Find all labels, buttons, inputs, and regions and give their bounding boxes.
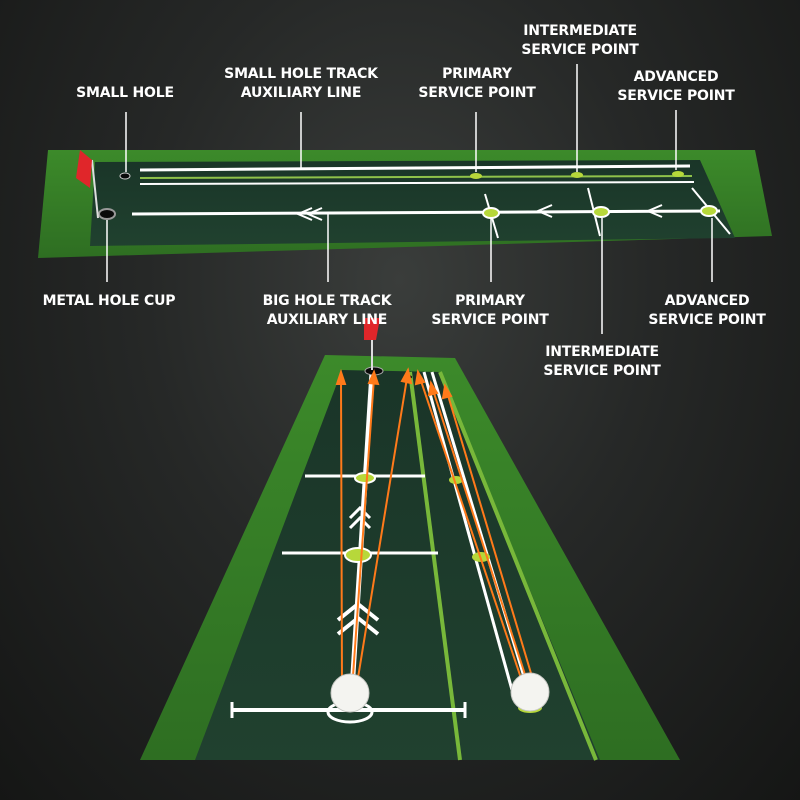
metal-hole-cup-top <box>98 208 116 220</box>
callout-advanced-top: ADVANCED SERVICE POINT <box>617 68 734 106</box>
advanced-target-top-small <box>672 171 684 177</box>
callout-advanced-bottom-line1: ADVANCED <box>664 293 750 309</box>
callout-primary-top: PRIMARY SERVICE POINT <box>418 65 535 103</box>
golf-ball-left <box>330 673 370 713</box>
callout-advanced-bottom: ADVANCED SERVICE POINT <box>648 292 765 330</box>
callout-intermediate-bottom-line2: SERVICE POINT <box>543 363 661 379</box>
flag-pole-top <box>91 159 99 219</box>
advanced-target-top-big <box>700 205 718 217</box>
trajectory-arrows <box>335 367 537 691</box>
golf-ball-right <box>510 672 550 712</box>
callout-intermediate-bottom-line1: INTERMEDIATE <box>545 344 659 360</box>
callout-intermediate-top-line2: SERVICE POINT <box>521 42 639 58</box>
callout-primary-top-line1: PRIMARY <box>442 66 512 82</box>
callout-small-hole: SMALL HOLE <box>76 84 174 103</box>
callout-small-hole-line1: SMALL HOLE <box>76 85 174 101</box>
callout-intermediate-top: INTERMEDIATE SERVICE POINT <box>521 22 638 60</box>
callout-intermediate-top-line1: INTERMEDIATE <box>523 23 637 39</box>
callout-big-hole-track-line2: AUXILIARY LINE <box>266 312 388 328</box>
callout-lines <box>106 64 713 334</box>
intermediate-target-top-big <box>592 206 610 218</box>
callout-primary-bottom-line1: PRIMARY <box>455 293 525 309</box>
callout-intermediate-bottom: INTERMEDIATE SERVICE POINT <box>543 343 660 381</box>
callout-small-hole-track: SMALL HOLE TRACK AUXILIARY LINE <box>224 65 378 103</box>
callout-primary-bottom-line2: SERVICE POINT <box>431 312 549 328</box>
intermediate-target-bottom-big <box>344 547 372 563</box>
flag-bottom <box>364 318 380 340</box>
intermediate-target-top-small <box>571 172 583 178</box>
callout-primary-bottom: PRIMARY SERVICE POINT <box>431 292 548 330</box>
callout-advanced-top-line2: SERVICE POINT <box>617 88 735 104</box>
callout-advanced-top-line1: ADVANCED <box>633 69 719 85</box>
primary-target-top-big <box>482 207 500 219</box>
callout-big-hole-track: BIG HOLE TRACK AUXILIARY LINE <box>263 292 392 330</box>
callout-primary-top-line2: SERVICE POINT <box>418 85 536 101</box>
small-hole-top <box>119 172 131 180</box>
callout-metal-hole-cup-line1: METAL HOLE CUP <box>42 293 176 309</box>
flag-top <box>76 150 92 188</box>
primary-target-bottom-big <box>354 472 376 484</box>
top-putting-mat <box>38 150 772 258</box>
primary-target-top-small <box>470 173 482 179</box>
callout-advanced-bottom-line2: SERVICE POINT <box>648 312 766 328</box>
bottom-putting-mat <box>140 318 680 761</box>
callout-metal-hole-cup: METAL HOLE CUP <box>43 292 176 311</box>
callout-small-hole-track-line2: AUXILIARY LINE <box>240 85 362 101</box>
primary-target-bottom-small <box>449 476 463 484</box>
callout-big-hole-track-line1: BIG HOLE TRACK <box>262 293 392 309</box>
callout-small-hole-track-line1: SMALL HOLE TRACK <box>224 66 378 82</box>
